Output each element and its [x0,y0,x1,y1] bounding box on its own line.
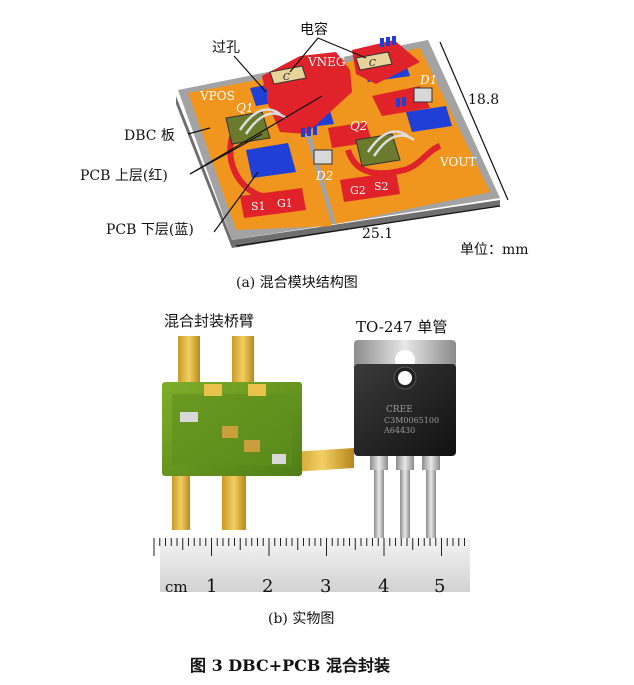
label-q1: Q1 [236,101,253,115]
ruler-label-4: 4 [378,576,389,597]
label-pcb-top: PCB 上层(红) [80,168,168,184]
label-d2: D2 [315,169,333,183]
label-s2: S2 [374,180,389,193]
bond-wire [244,112,287,135]
label-unit: 单位：mm [460,242,529,258]
module-diagram: VPOS VNEG VOUT Q1 Q2 D1 D2 C C S1 G1 G2 … [80,21,529,258]
to247-leg [426,456,436,538]
dim-width-line [235,205,501,247]
label-hybrid-bridge: 混合封装桥臂 [164,312,254,330]
pcb-bottom-blue [406,106,452,132]
callout-capacitor [289,37,319,73]
callout-via [233,55,267,93]
gold-lead [172,468,190,530]
pcb-top-right-pad [340,172,400,202]
chip-d2 [313,149,333,165]
label-cap-left: C [283,73,290,83]
label-dim-width: 25.1 [362,226,393,242]
bond-wire [366,130,409,153]
label-to247: TO-247 单管 [356,318,447,336]
label-g1: G1 [277,197,293,210]
gold-lead [222,468,246,530]
hybrid-chip [222,426,238,438]
hybrid-chip [244,440,260,452]
label-dim-height: 18.8 [468,92,499,108]
ruler-label-3: 3 [320,576,331,597]
hybrid-pad [204,384,222,396]
callout-capacitor [317,37,367,59]
callout-pcb-top [189,95,323,175]
dim-height-line [439,41,509,201]
ruler-ticks [153,538,465,556]
ruler-label-1: 1 [206,576,217,597]
bond-wire [238,108,281,131]
ruler-label-5: 5 [434,576,445,597]
ruler-label-cm: cm [165,578,188,596]
hybrid-chip [180,412,198,422]
callout-pcb-bottom [213,171,259,233]
label-capacitor: 电容 [300,21,328,38]
gate-trace-right [345,143,442,177]
to247-body [354,364,456,456]
via-group [257,36,406,137]
caption-panel-b: (b) 实物图 [268,611,335,627]
to247-hole [398,371,412,385]
chip-d1 [413,87,433,103]
to247-leg-shoulder [396,456,414,470]
label-s1: S1 [251,200,266,213]
figure-title: 图 3 DBC+PCB 混合封装 [190,656,390,675]
label-pcb-bottom: PCB 下层(蓝) [106,222,194,238]
caption-panel-a: (a) 混合模块结构图 [236,275,358,291]
capacitor-left [269,65,307,85]
capacitor-right [355,51,393,71]
label-cap-right: C [369,59,376,69]
photo-panel: cm 1 2 3 4 5 CREE C3M0065100 A64430 [150,300,470,597]
gold-lead [290,448,354,472]
gold-lead [178,336,200,388]
to247-leg-shoulder [422,456,440,470]
to247-leg [400,456,410,538]
label-vout: VOUT [439,155,476,169]
label-vneg: VNEG [307,55,346,69]
label-vpos: VPOS [199,89,235,103]
gold-lead [232,336,254,388]
label-d1: D1 [419,73,437,87]
label-dbc-board: DBC 板 [124,128,175,144]
label-g2: G2 [350,184,366,197]
chip-text-brand: CREE [386,405,413,415]
to247-leg-shoulder [370,456,388,470]
hybrid-pad [248,384,266,396]
callout-dbc [187,127,211,135]
chip-text-part: C3M0065100 [384,416,439,425]
label-via: 过孔 [212,40,240,56]
hybrid-chip [272,454,286,464]
bond-wire [372,134,415,157]
chip-text-lot: A64430 [383,426,415,435]
to247-leg [374,456,384,538]
ruler-label-2: 2 [262,576,273,597]
pcb-bottom-blue [246,143,296,178]
label-q2: Q2 [350,119,367,133]
